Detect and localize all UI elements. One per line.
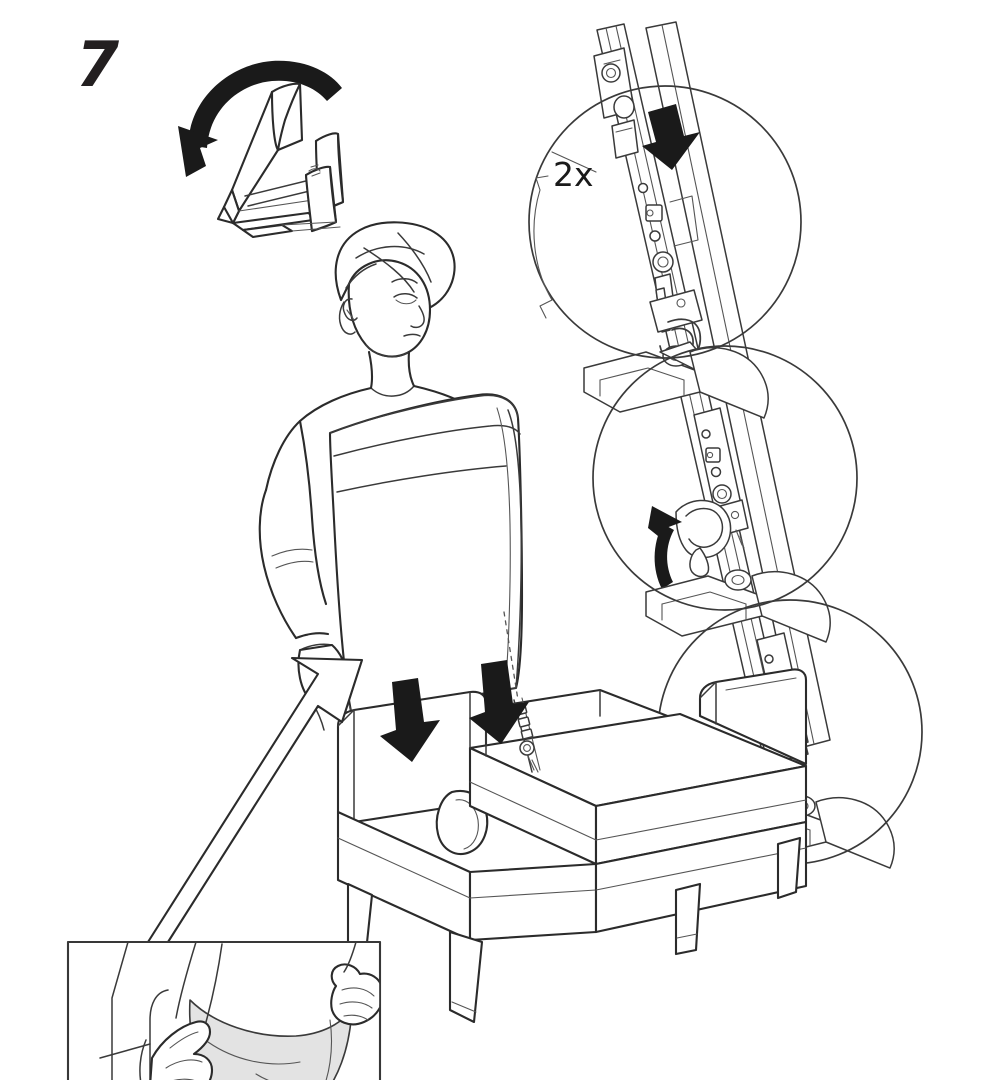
detail-circle-lever-turn	[592, 345, 858, 611]
locking-lever-middle	[648, 407, 749, 589]
insert-down-arrow-left-icon	[380, 678, 440, 762]
chair-leg-front-left	[448, 930, 484, 1024]
insert-down-arrow-right-icon	[469, 660, 529, 744]
chair-leg-front-right	[674, 882, 702, 956]
fastener-strip	[513, 697, 541, 773]
chair-leg-back-right	[776, 836, 802, 900]
fabric-inset-arrow-icon	[146, 656, 364, 944]
quantity-callout: 2x	[553, 155, 594, 194]
chair-back-bracket	[216, 82, 345, 239]
curved-rotate-arrow-icon	[178, 60, 342, 177]
rail-holes	[637, 182, 674, 273]
rail-down-arrow-icon	[642, 104, 700, 170]
curved-rotate-arrow-icon	[648, 506, 682, 589]
base-frame-fitting-middle	[645, 569, 763, 637]
fabric-inset	[66, 940, 382, 1080]
detail-circle-insert	[528, 85, 802, 359]
bracket-rotation-detail	[178, 60, 345, 239]
step-number: 7	[76, 28, 119, 101]
